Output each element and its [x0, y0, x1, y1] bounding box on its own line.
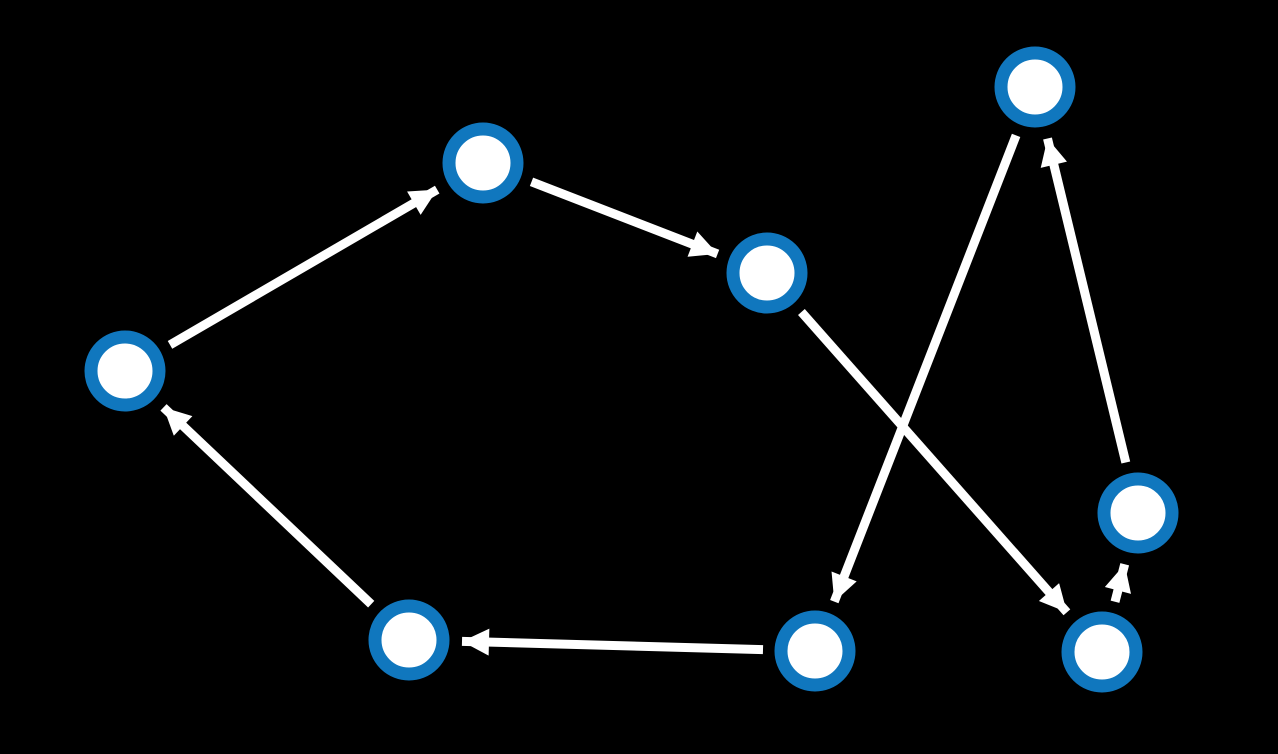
graph-node-n2 [442, 122, 524, 204]
graph-edge-n5-n1 [1040, 137, 1131, 464]
graph-node-n3 [726, 232, 808, 314]
graph-node-n5 [1097, 472, 1179, 554]
graph-edge-n8-n5 [1104, 563, 1131, 603]
graph-edge-n6-n4 [160, 404, 375, 608]
graph-node-n1 [994, 46, 1076, 128]
graph-edge-n1-n7 [830, 133, 1021, 604]
graph-node-n8 [1061, 611, 1143, 693]
graph-edge-n4-n2 [167, 185, 440, 349]
graph-node-n6 [368, 599, 450, 681]
graph-edge-n7-n6 [461, 628, 764, 656]
graph-node-n4 [84, 330, 166, 412]
graph-node-n7 [774, 610, 856, 692]
graph-edge-n2-n3 [529, 177, 720, 259]
graph-edge-n3-n8 [798, 309, 1071, 616]
